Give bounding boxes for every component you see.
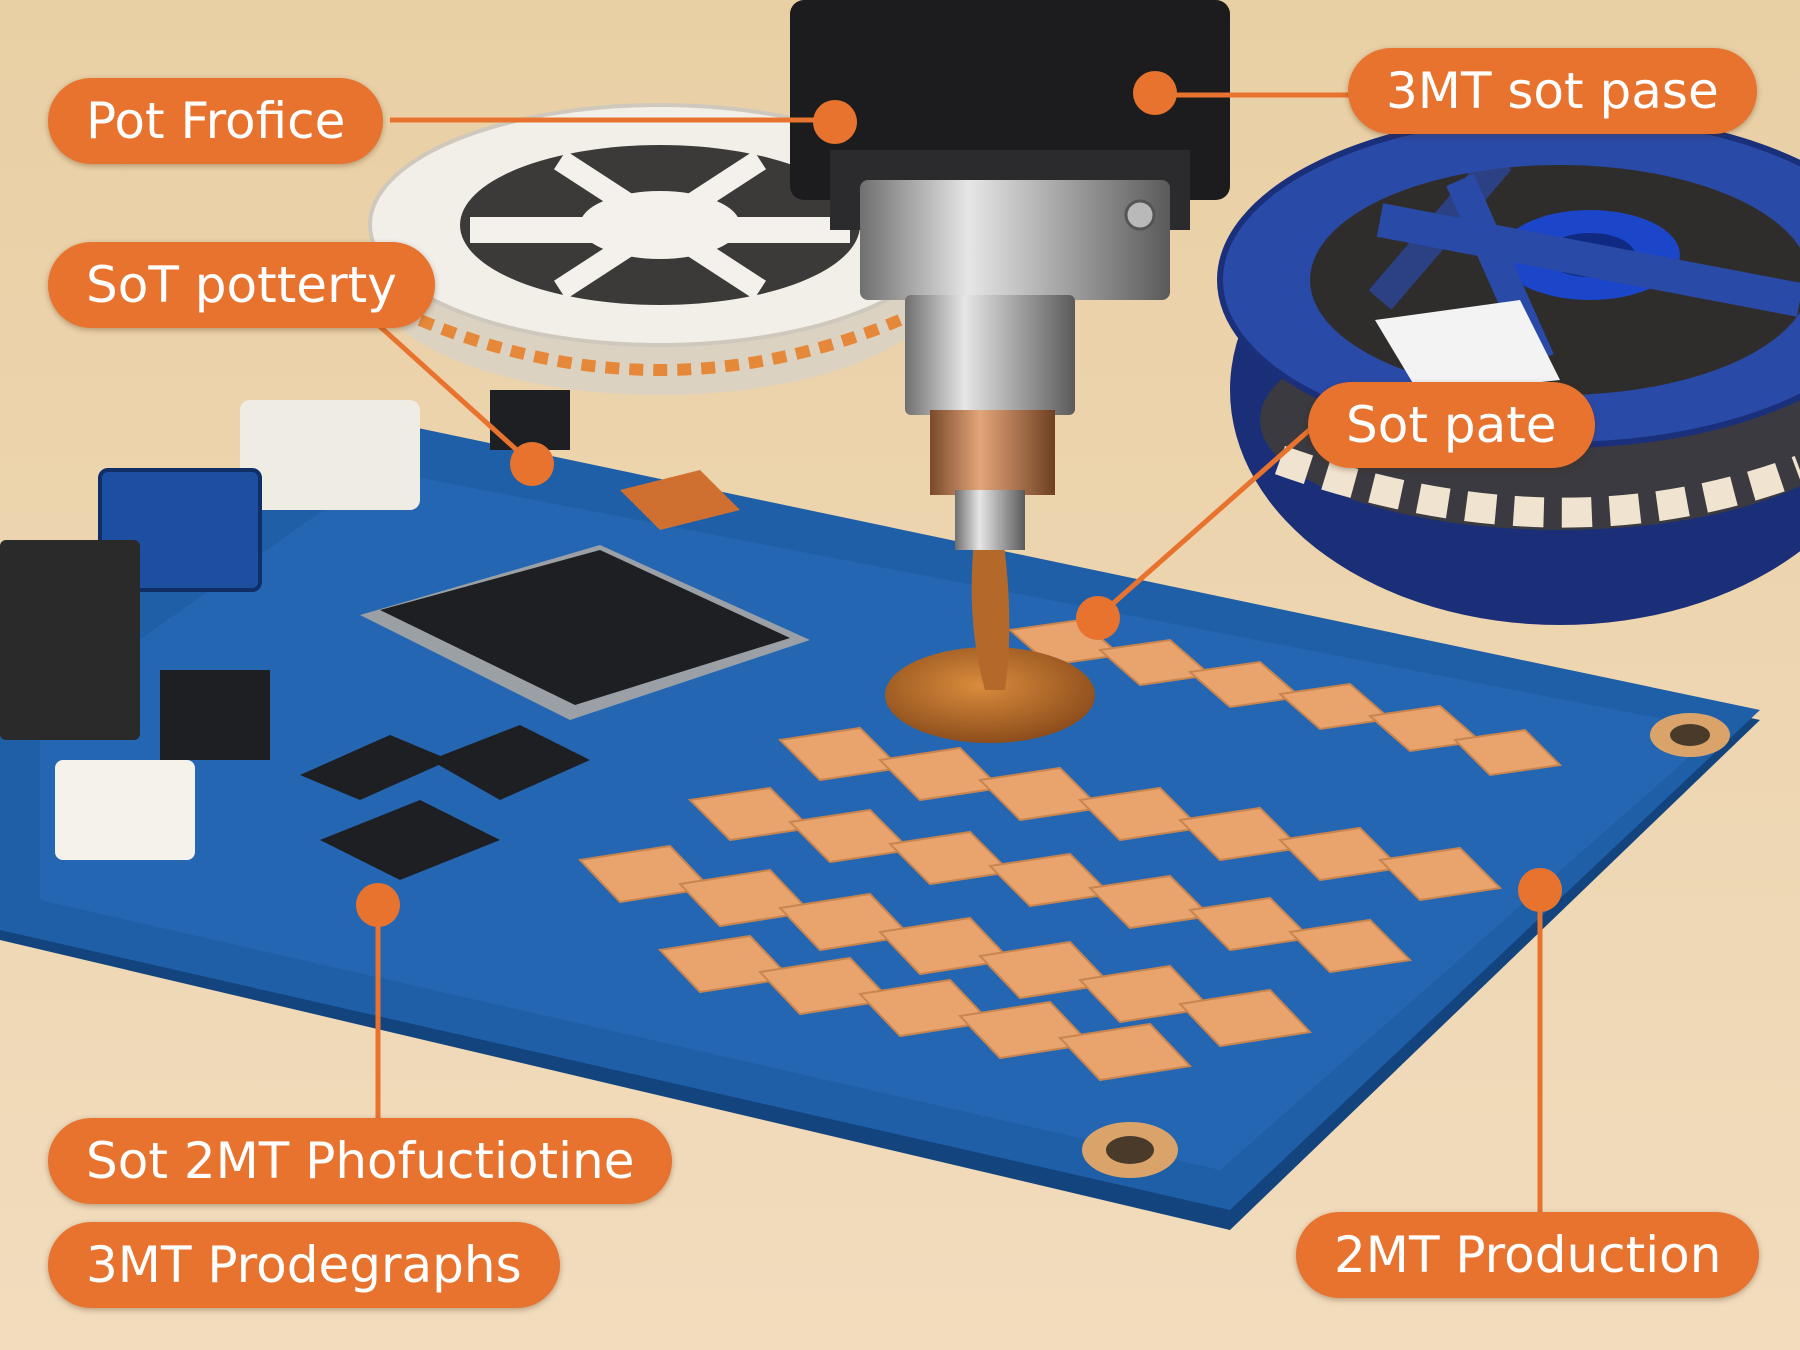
qfp-chip xyxy=(360,545,810,720)
leader-lines xyxy=(373,92,1543,1220)
paste-stream xyxy=(971,530,1010,690)
capacitor xyxy=(620,470,740,530)
callout-pot-frofice: Pot Frofice xyxy=(48,78,384,164)
white-connector xyxy=(240,400,420,510)
pin-header xyxy=(490,390,570,450)
mount-hole-center xyxy=(1106,1136,1154,1164)
jst-connector xyxy=(55,760,195,860)
callout-sot-pate: Sot pate xyxy=(1308,382,1595,468)
copper-pad-grid xyxy=(577,618,1563,1082)
circuit-board xyxy=(0,390,1760,1230)
leader-dots xyxy=(356,71,1562,927)
callout-3mt-prodegraphs: 3MT Prodegraphs xyxy=(48,1222,560,1308)
blue-tape-reel xyxy=(1217,112,1800,625)
dispenser-head xyxy=(790,0,1230,550)
solder-paste-puddle xyxy=(885,647,1095,743)
callout-3mt-sot-pase: 3MT sot pase xyxy=(1348,48,1757,134)
callout-2mt-production: 2MT Production xyxy=(1296,1212,1760,1298)
callout-sot-2mt-photuctiotine: Sot 2MT Phofuctiotine xyxy=(48,1118,673,1204)
small-ic xyxy=(300,735,450,800)
small-ic xyxy=(320,800,500,880)
callout-sot-potterty: SoT potterty xyxy=(48,242,435,328)
mount-hole-center xyxy=(1670,724,1710,746)
pin-header xyxy=(160,670,270,760)
ethernet-jack xyxy=(0,540,140,740)
small-ic xyxy=(430,725,590,800)
